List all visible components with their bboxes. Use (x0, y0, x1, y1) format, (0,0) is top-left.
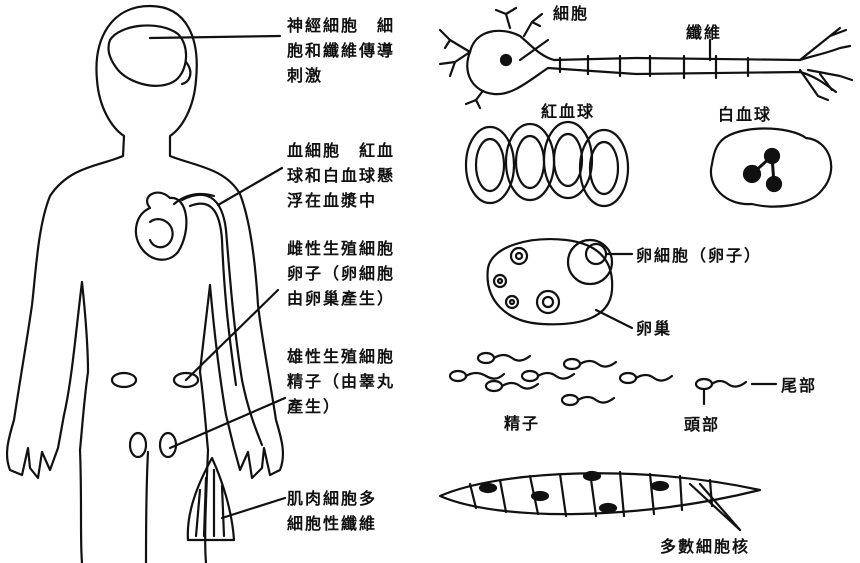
egg-cell-label: 卵細胞（卵子） (636, 246, 763, 265)
female-germ-cell-caption: 雌性生殖細胞 卵子（卵細胞 由卵巢產生） (287, 236, 395, 311)
red-blood-cell-label: 紅血球 (541, 102, 596, 121)
ovary-drawing (486, 238, 634, 330)
caption-line: 細胞性纖維 (287, 514, 378, 533)
white-blood-cell-label: 白血球 (718, 105, 773, 124)
caption-line: 雌性生殖細胞 (287, 239, 396, 258)
muscle-bundle (186, 456, 236, 542)
caption-line: 肌肉細胞多 (287, 489, 378, 508)
sperm-tail-label: 尾部 (781, 376, 818, 395)
caption-line: 神經細胞 細 (287, 16, 396, 35)
fiber-label: 纖維 (686, 23, 723, 42)
sperm-drawing (448, 351, 778, 407)
blood-cell-caption: 血細胞 紅血 球和白血球懸 浮在血漿中 (287, 138, 395, 213)
caption-line: 球和白血球懸 (287, 166, 396, 185)
multiple-nuclei-label: 多數細胞核 (660, 537, 751, 556)
caption-line: 雄性生殖細胞 (287, 347, 396, 366)
ovary-label: 卵巢 (636, 319, 673, 338)
red-blood-cells (464, 120, 630, 208)
caption-line: 精子（由睾丸 (287, 372, 396, 391)
sperm-label: 精子 (504, 414, 541, 433)
caption-line: 卵子（卵細胞 (287, 264, 396, 283)
caption-line: 血細胞 紅血 (287, 141, 396, 160)
cell-label: 細胞 (553, 4, 590, 23)
nerve-cell-caption: 神經細胞 細 胞和纖維傳導 刺激 (287, 13, 395, 88)
neuron-drawing (438, 6, 854, 110)
caption-line: 產生） (287, 397, 342, 416)
caption-line: 浮在血漿中 (287, 191, 378, 210)
human-body-outline (5, 4, 285, 563)
white-blood-cell (709, 127, 833, 208)
sperm-head-label: 頭部 (684, 415, 721, 434)
muscle-cell-caption: 肌肉細胞多 細胞性纖維 (287, 486, 377, 536)
male-germ-cell-caption: 雄性生殖細胞 精子（由睾丸 產生） (287, 344, 395, 419)
caption-line: 刺激 (287, 66, 324, 85)
caption-line: 胞和纖維傳導 (287, 41, 396, 60)
muscle-fiber-drawing (438, 470, 762, 532)
caption-line: 由卵巢產生） (287, 289, 396, 308)
